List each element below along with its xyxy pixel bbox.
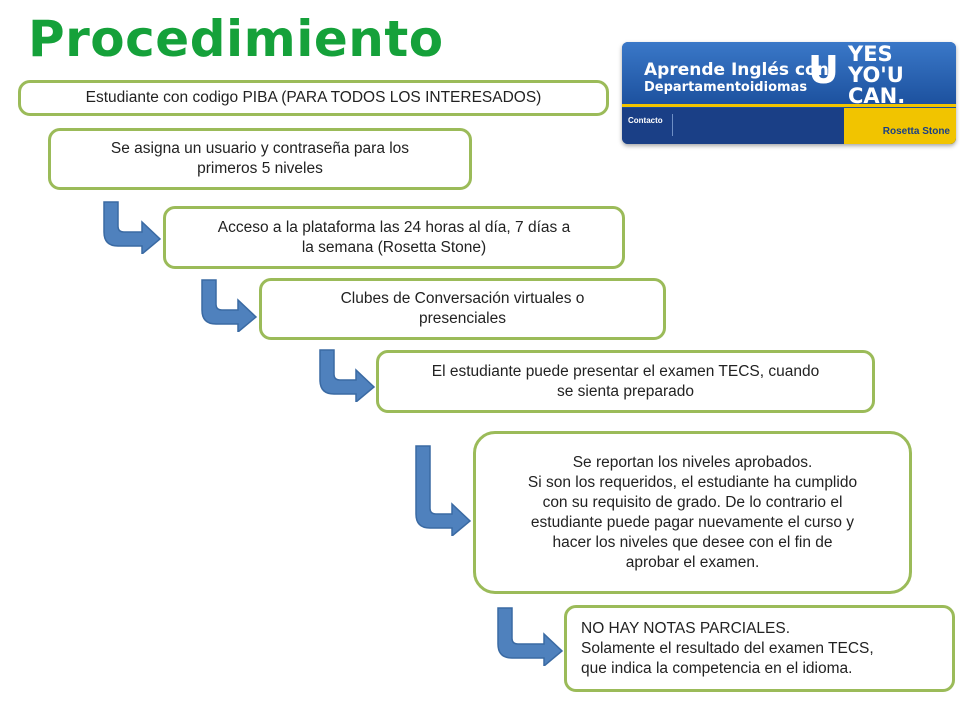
banner-partner: Rosetta Stone xyxy=(882,126,950,137)
step-7-box: NO HAY NOTAS PARCIALES. Solamente el res… xyxy=(564,605,955,692)
banner-line1: Aprende Inglés con xyxy=(644,60,829,80)
step-2-text: Se asigna un usuario y contraseña para l… xyxy=(110,140,410,177)
flow-arrow-4 xyxy=(415,445,472,536)
banner-slogan: YES YO'U CAN. xyxy=(848,42,906,108)
program-banner: Aprende Inglés con Departamentoidiomas U… xyxy=(622,42,956,144)
banner-contact: Contacto xyxy=(628,116,663,125)
banner-u-letter: U xyxy=(808,48,839,92)
step-4-text: Clubes de Conversación virtuales o prese… xyxy=(340,290,585,327)
page-title: Procedimiento xyxy=(28,10,444,68)
flow-arrow-3 xyxy=(319,349,376,402)
step-4-box: Clubes de Conversación virtuales o prese… xyxy=(259,278,666,340)
step-3-box: Acceso a la plataforma las 24 horas al d… xyxy=(163,206,625,269)
step-6-box: Se reportan los niveles aprobados. Si so… xyxy=(473,431,912,594)
step-1-text: Estudiante con codigo PIBA (PARA TODOS L… xyxy=(85,89,542,106)
step-6-text: Se reportan los niveles aprobados. Si so… xyxy=(527,453,858,571)
step-5-text: El estudiante puede presentar el examen … xyxy=(431,362,820,400)
step-7-text: NO HAY NOTAS PARCIALES. Solamente el res… xyxy=(581,619,874,677)
step-3-text: Acceso a la plataforma las 24 horas al d… xyxy=(217,218,571,256)
step-1-box: Estudiante con codigo PIBA (PARA TODOS L… xyxy=(18,80,609,116)
step-5-box: El estudiante puede presentar el examen … xyxy=(376,350,875,413)
flow-arrow-2 xyxy=(201,279,258,332)
flow-arrow-5 xyxy=(497,607,564,666)
step-2-box: Se asigna un usuario y contraseña para l… xyxy=(48,128,472,190)
flow-arrow-1 xyxy=(103,201,162,254)
banner-line2: Departamentoidiomas xyxy=(644,80,808,95)
